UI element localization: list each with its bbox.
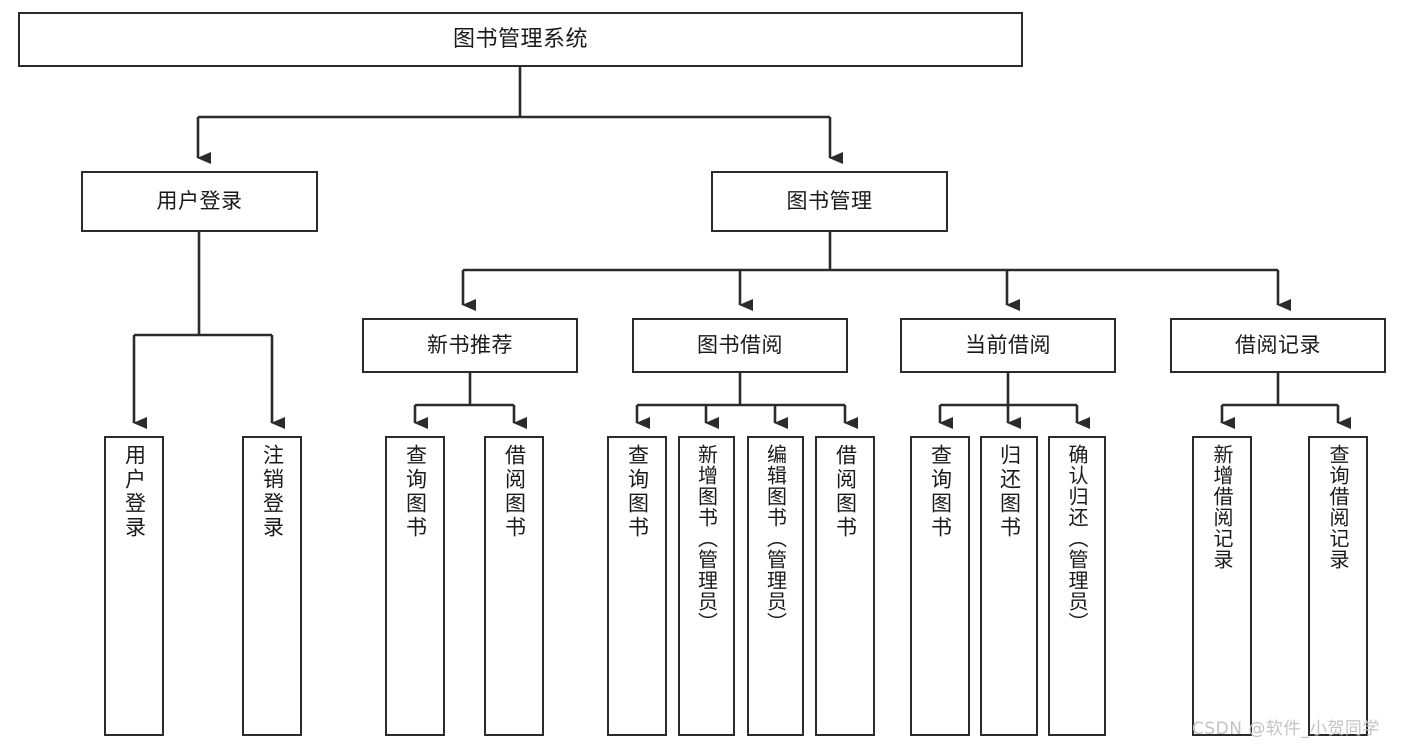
leaf-logout[interactable]: 注销登录 (242, 436, 302, 736)
node-label: 查询图书 (403, 444, 428, 540)
leaf-query-book-borrow[interactable]: 查询图书 (607, 436, 667, 736)
node-book-management[interactable]: 图书管理 (711, 171, 948, 232)
node-user-login[interactable]: 用户登录 (81, 171, 318, 232)
node-label: 编辑图书（管理员） (763, 444, 788, 633)
node-book-borrow[interactable]: 图书借阅 (632, 318, 848, 373)
leaf-edit-book-admin[interactable]: 编辑图书（管理员） (747, 436, 804, 736)
leaf-return-book[interactable]: 归还图书 (980, 436, 1038, 736)
node-label: 查询图书 (625, 444, 650, 540)
leaf-add-book-admin[interactable]: 新增图书（管理员） (678, 436, 735, 736)
node-label: 归还图书 (997, 444, 1022, 540)
node-label: 当前借阅 (965, 333, 1051, 358)
node-label: 查询借阅记录 (1326, 444, 1350, 570)
csdn-watermark: CSDN @软件_小贺同学 (1192, 719, 1380, 739)
node-current-borrow[interactable]: 当前借阅 (900, 318, 1116, 373)
leaf-query-book-recommend[interactable]: 查询图书 (385, 436, 445, 736)
leaf-query-book-current[interactable]: 查询图书 (910, 436, 970, 736)
node-label: 新书推荐 (427, 333, 513, 358)
node-borrow-record[interactable]: 借阅记录 (1170, 318, 1386, 373)
node-label: 图书管理系统 (452, 26, 588, 52)
node-new-book-recommend[interactable]: 新书推荐 (362, 318, 578, 373)
node-label: 图书借阅 (697, 333, 783, 358)
leaf-borrow-book-recommend[interactable]: 借阅图书 (484, 436, 544, 736)
leaf-user-login[interactable]: 用户登录 (104, 436, 164, 736)
node-label: 新增图书（管理员） (694, 444, 719, 633)
node-label: 借阅图书 (833, 444, 858, 540)
node-label: 用户登录 (156, 189, 243, 214)
node-label: 查询图书 (928, 444, 953, 540)
node-label: 确认归还（管理员） (1065, 444, 1089, 633)
node-label: 注销登录 (260, 444, 285, 540)
leaf-add-borrow-record[interactable]: 新增借阅记录 (1192, 436, 1252, 736)
node-book-management-system[interactable]: 图书管理系统 (18, 12, 1023, 67)
node-label: 借阅图书 (502, 444, 527, 540)
node-label: 图书管理 (786, 189, 873, 214)
leaf-confirm-return-admin[interactable]: 确认归还（管理员） (1048, 436, 1106, 736)
node-label: 新增借阅记录 (1210, 444, 1234, 570)
leaf-borrow-book[interactable]: 借阅图书 (815, 436, 875, 736)
node-label: 借阅记录 (1235, 333, 1321, 358)
node-label: 用户登录 (122, 444, 147, 540)
leaf-query-borrow-record[interactable]: 查询借阅记录 (1308, 436, 1368, 736)
